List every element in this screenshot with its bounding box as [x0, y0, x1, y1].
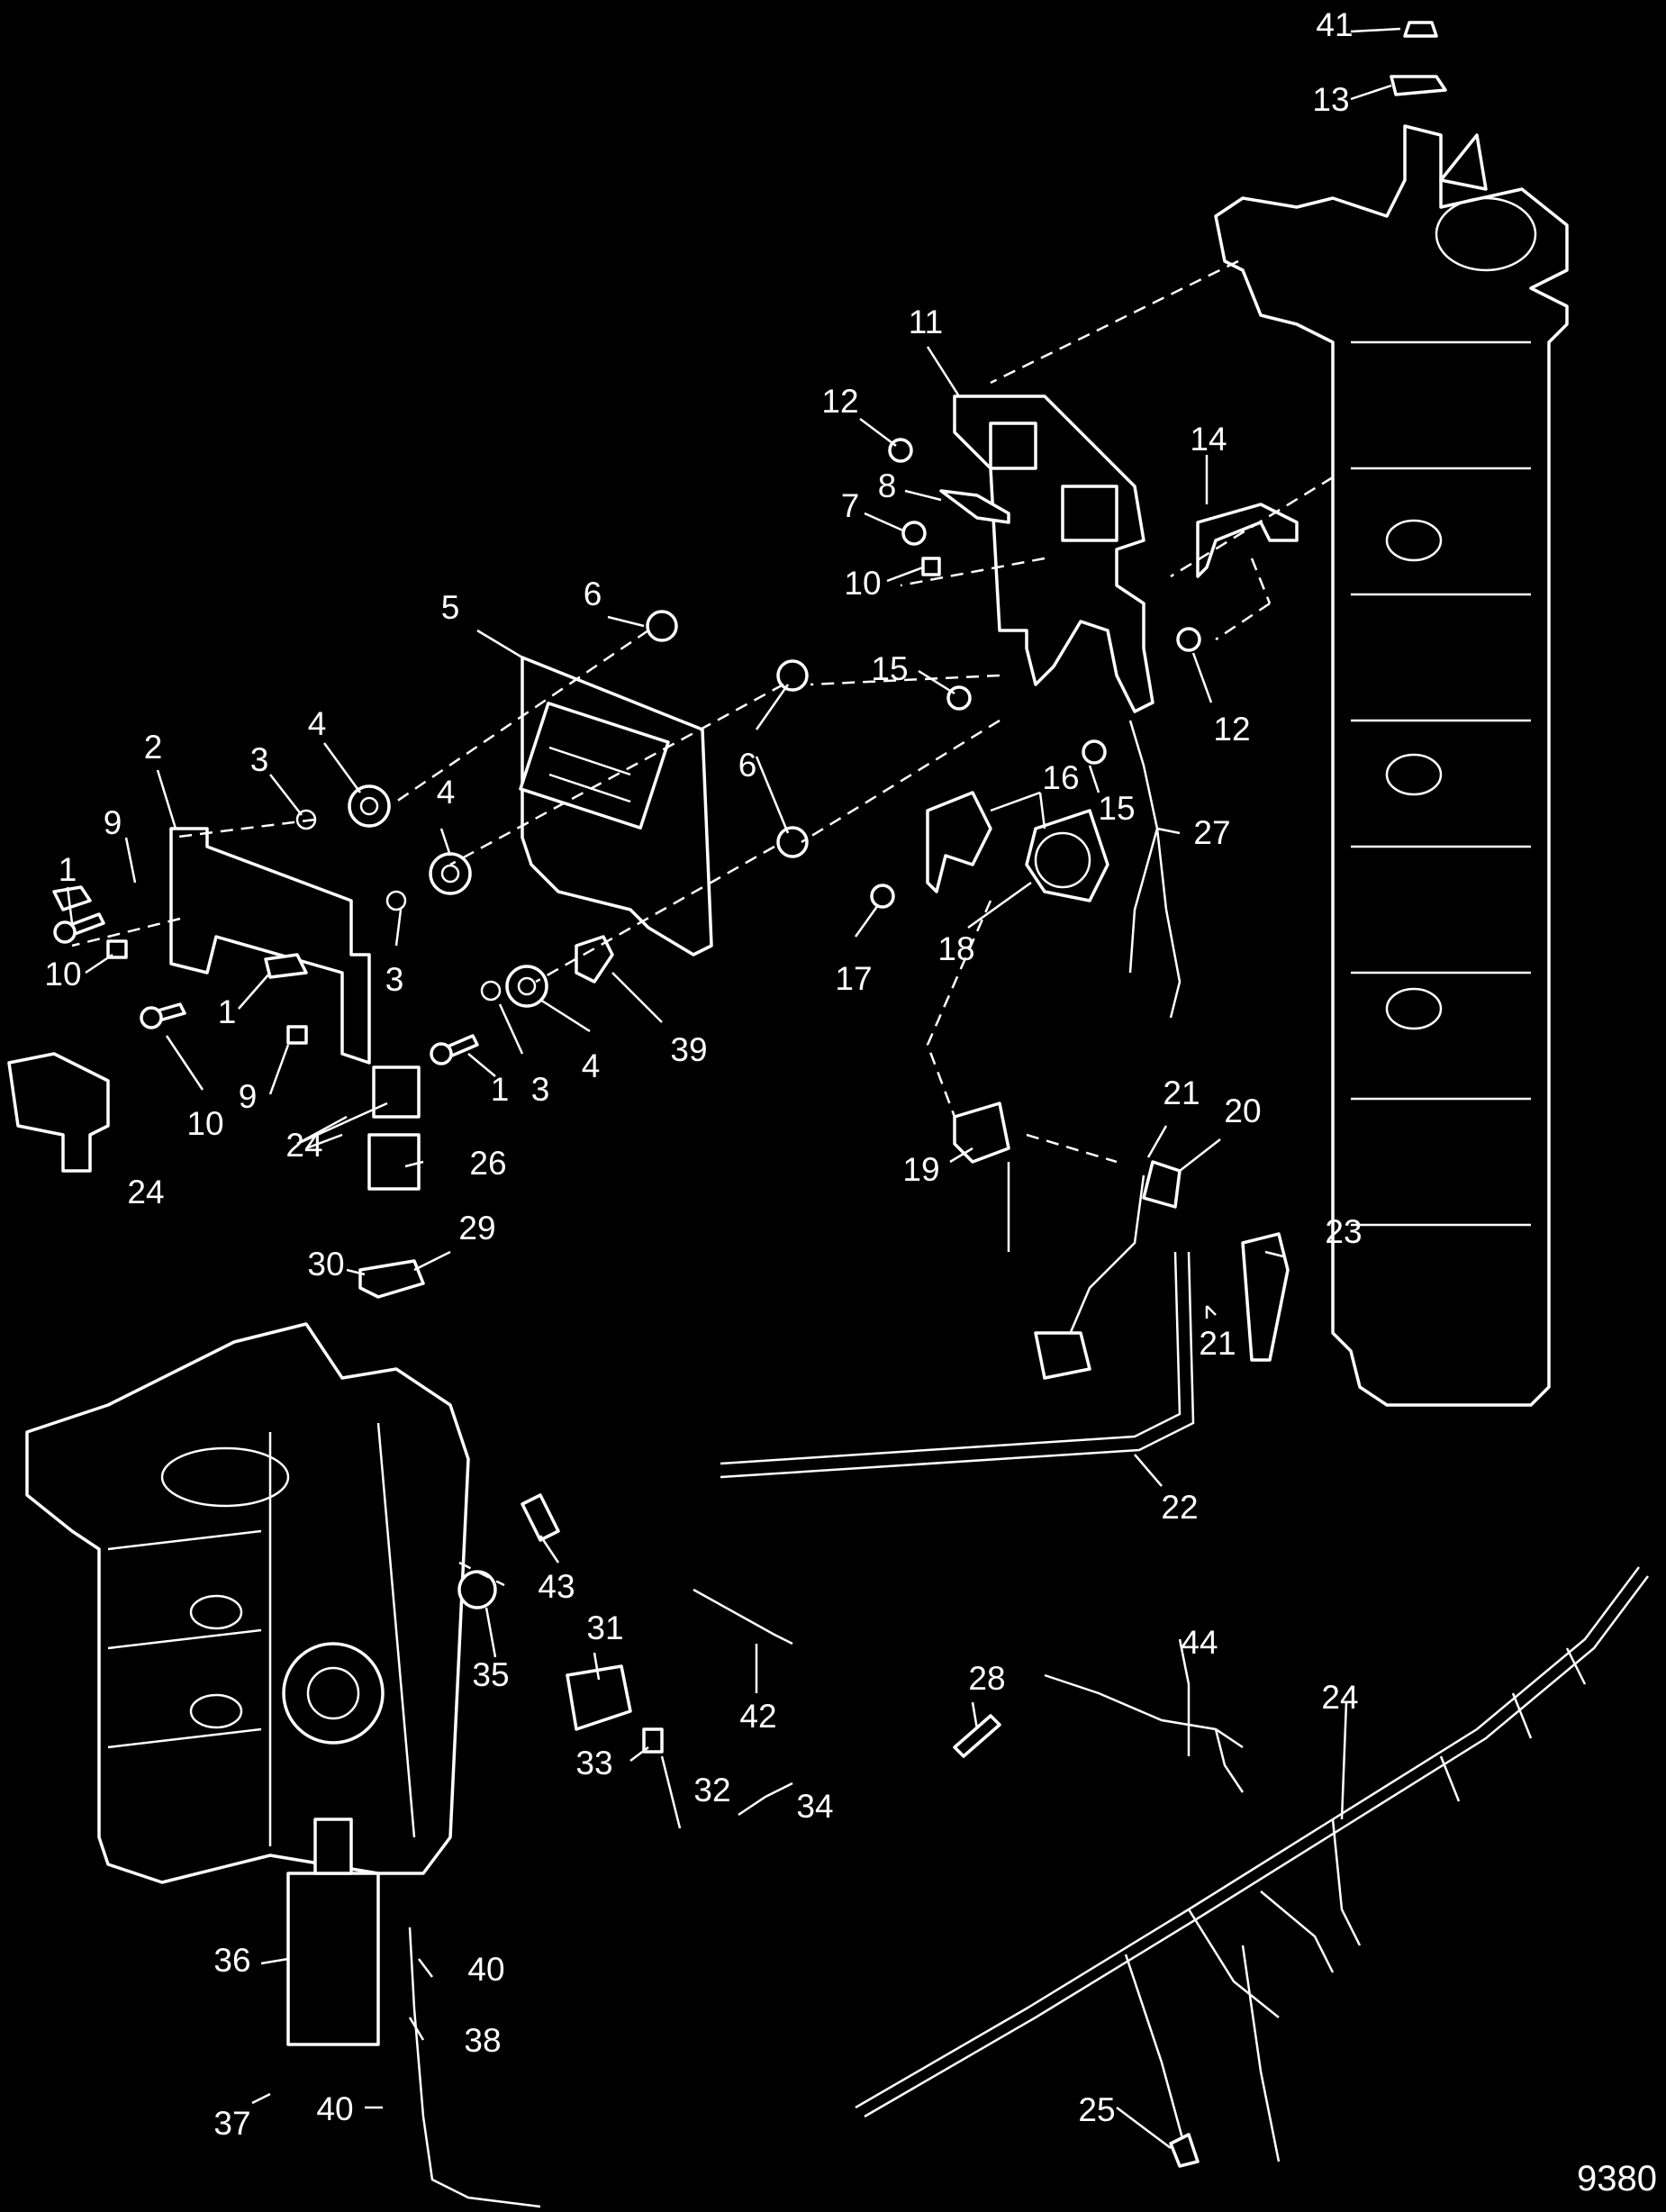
callout-label: 36 — [213, 1942, 250, 1979]
callout-label: 9 — [239, 1078, 258, 1115]
fuse-25 — [1169, 2133, 1200, 2168]
callout-label: 44 — [1181, 1624, 1218, 1661]
callout-label: 38 — [464, 2022, 501, 2059]
callout-label: 6 — [584, 576, 602, 612]
callout-label: 1 — [491, 1071, 510, 1108]
callout-label: 6 — [738, 747, 757, 784]
relay-blocks — [7, 1052, 421, 1191]
callout-label: 4 — [308, 705, 327, 742]
electrical-components — [926, 791, 1109, 1252]
bracket-2 — [169, 827, 371, 1065]
callout-label: 35 — [472, 1656, 509, 1693]
callout-label: 19 — [902, 1151, 939, 1188]
callout-label: 27 — [1193, 814, 1230, 851]
callout-label: 3 — [250, 741, 269, 778]
ecm-module — [519, 656, 713, 956]
mounting-plate — [953, 394, 1154, 713]
callout-label: 2 — [144, 729, 163, 766]
callout-label: 15 — [871, 650, 908, 687]
callout-label: 7 — [841, 487, 860, 524]
callout-label: 10 — [844, 565, 881, 602]
sensor-29 — [358, 1259, 425, 1299]
callout-label: 40 — [316, 2090, 353, 2127]
callout-label: 16 — [1042, 759, 1079, 796]
callout-label: 33 — [575, 1745, 612, 1781]
callout-label: 5 — [441, 589, 460, 626]
callout-label: 23 — [1325, 1213, 1362, 1250]
starter-motor — [286, 1818, 541, 2208]
callout-label: 42 — [739, 1698, 776, 1735]
callout-label: 41 — [1316, 6, 1353, 43]
callout-label: 12 — [1213, 711, 1250, 748]
callout-label: 37 — [213, 2105, 250, 2142]
callout-label: 39 — [670, 1031, 707, 1068]
callout-label: 8 — [878, 467, 897, 504]
callout-label: 4 — [582, 1047, 601, 1084]
callout-label: 25 — [1078, 2091, 1115, 2128]
callout-label: 18 — [937, 930, 974, 967]
callout-label: 14 — [1190, 421, 1227, 458]
callout-label: 26 — [469, 1145, 506, 1182]
leader-lines — [66, 27, 1401, 2149]
clips — [52, 489, 1010, 984]
callout-label: 3 — [531, 1071, 550, 1108]
callout-label: 24 — [285, 1127, 322, 1164]
callout-label: 10 — [186, 1105, 223, 1142]
callout-label: 34 — [796, 1788, 833, 1825]
upper-engine-block — [1214, 124, 1569, 1407]
callout-label: 20 — [1224, 1092, 1261, 1129]
bracket-14 — [1196, 503, 1299, 578]
callout-label: 13 — [1312, 81, 1349, 118]
callout-label: 43 — [538, 1568, 575, 1605]
callout-label: 10 — [44, 956, 81, 993]
callout-label: 31 — [586, 1609, 623, 1646]
harness-44 — [1044, 1673, 1245, 1793]
callout-label: 9 — [104, 804, 122, 841]
callout-label: 21 — [1199, 1325, 1236, 1362]
spacers — [646, 610, 809, 858]
callout-label: 29 — [458, 1210, 495, 1247]
callout-labels: 41 13 11 12 14 8 7 10 5 6 15 12 6 2 3 4 … — [44, 6, 1362, 2142]
callout-label: 32 — [693, 1772, 730, 1809]
figure-number: 9380 — [1577, 2159, 1657, 2198]
callout-label: 30 — [307, 1246, 344, 1283]
callout-label: 3 — [385, 961, 404, 998]
small-parts — [457, 1493, 1001, 1758]
grommets — [348, 784, 548, 1008]
lower-engine-block — [25, 1322, 470, 1884]
callout-label: 12 — [821, 383, 858, 420]
callout-label: 24 — [1321, 1679, 1358, 1716]
callout-label: 28 — [968, 1660, 1005, 1697]
callout-label: 1 — [218, 993, 237, 1030]
callout-label: 24 — [127, 1174, 164, 1210]
callout-label: 4 — [437, 774, 456, 811]
callout-label: 15 — [1098, 790, 1135, 827]
main-wiring-harness — [855, 1566, 1649, 2162]
callout-label: 1 — [59, 851, 77, 888]
callout-label: 17 — [835, 960, 872, 997]
callout-label: 21 — [1163, 1074, 1200, 1111]
callout-label: 22 — [1161, 1489, 1198, 1526]
cable-27 — [1128, 720, 1182, 1019]
fasteners — [53, 21, 1447, 1065]
callout-label: 40 — [467, 1951, 504, 1988]
alignment-lines — [71, 259, 1334, 1587]
callout-label: 11 — [909, 304, 943, 340]
battery-cables — [720, 1160, 1290, 1479]
